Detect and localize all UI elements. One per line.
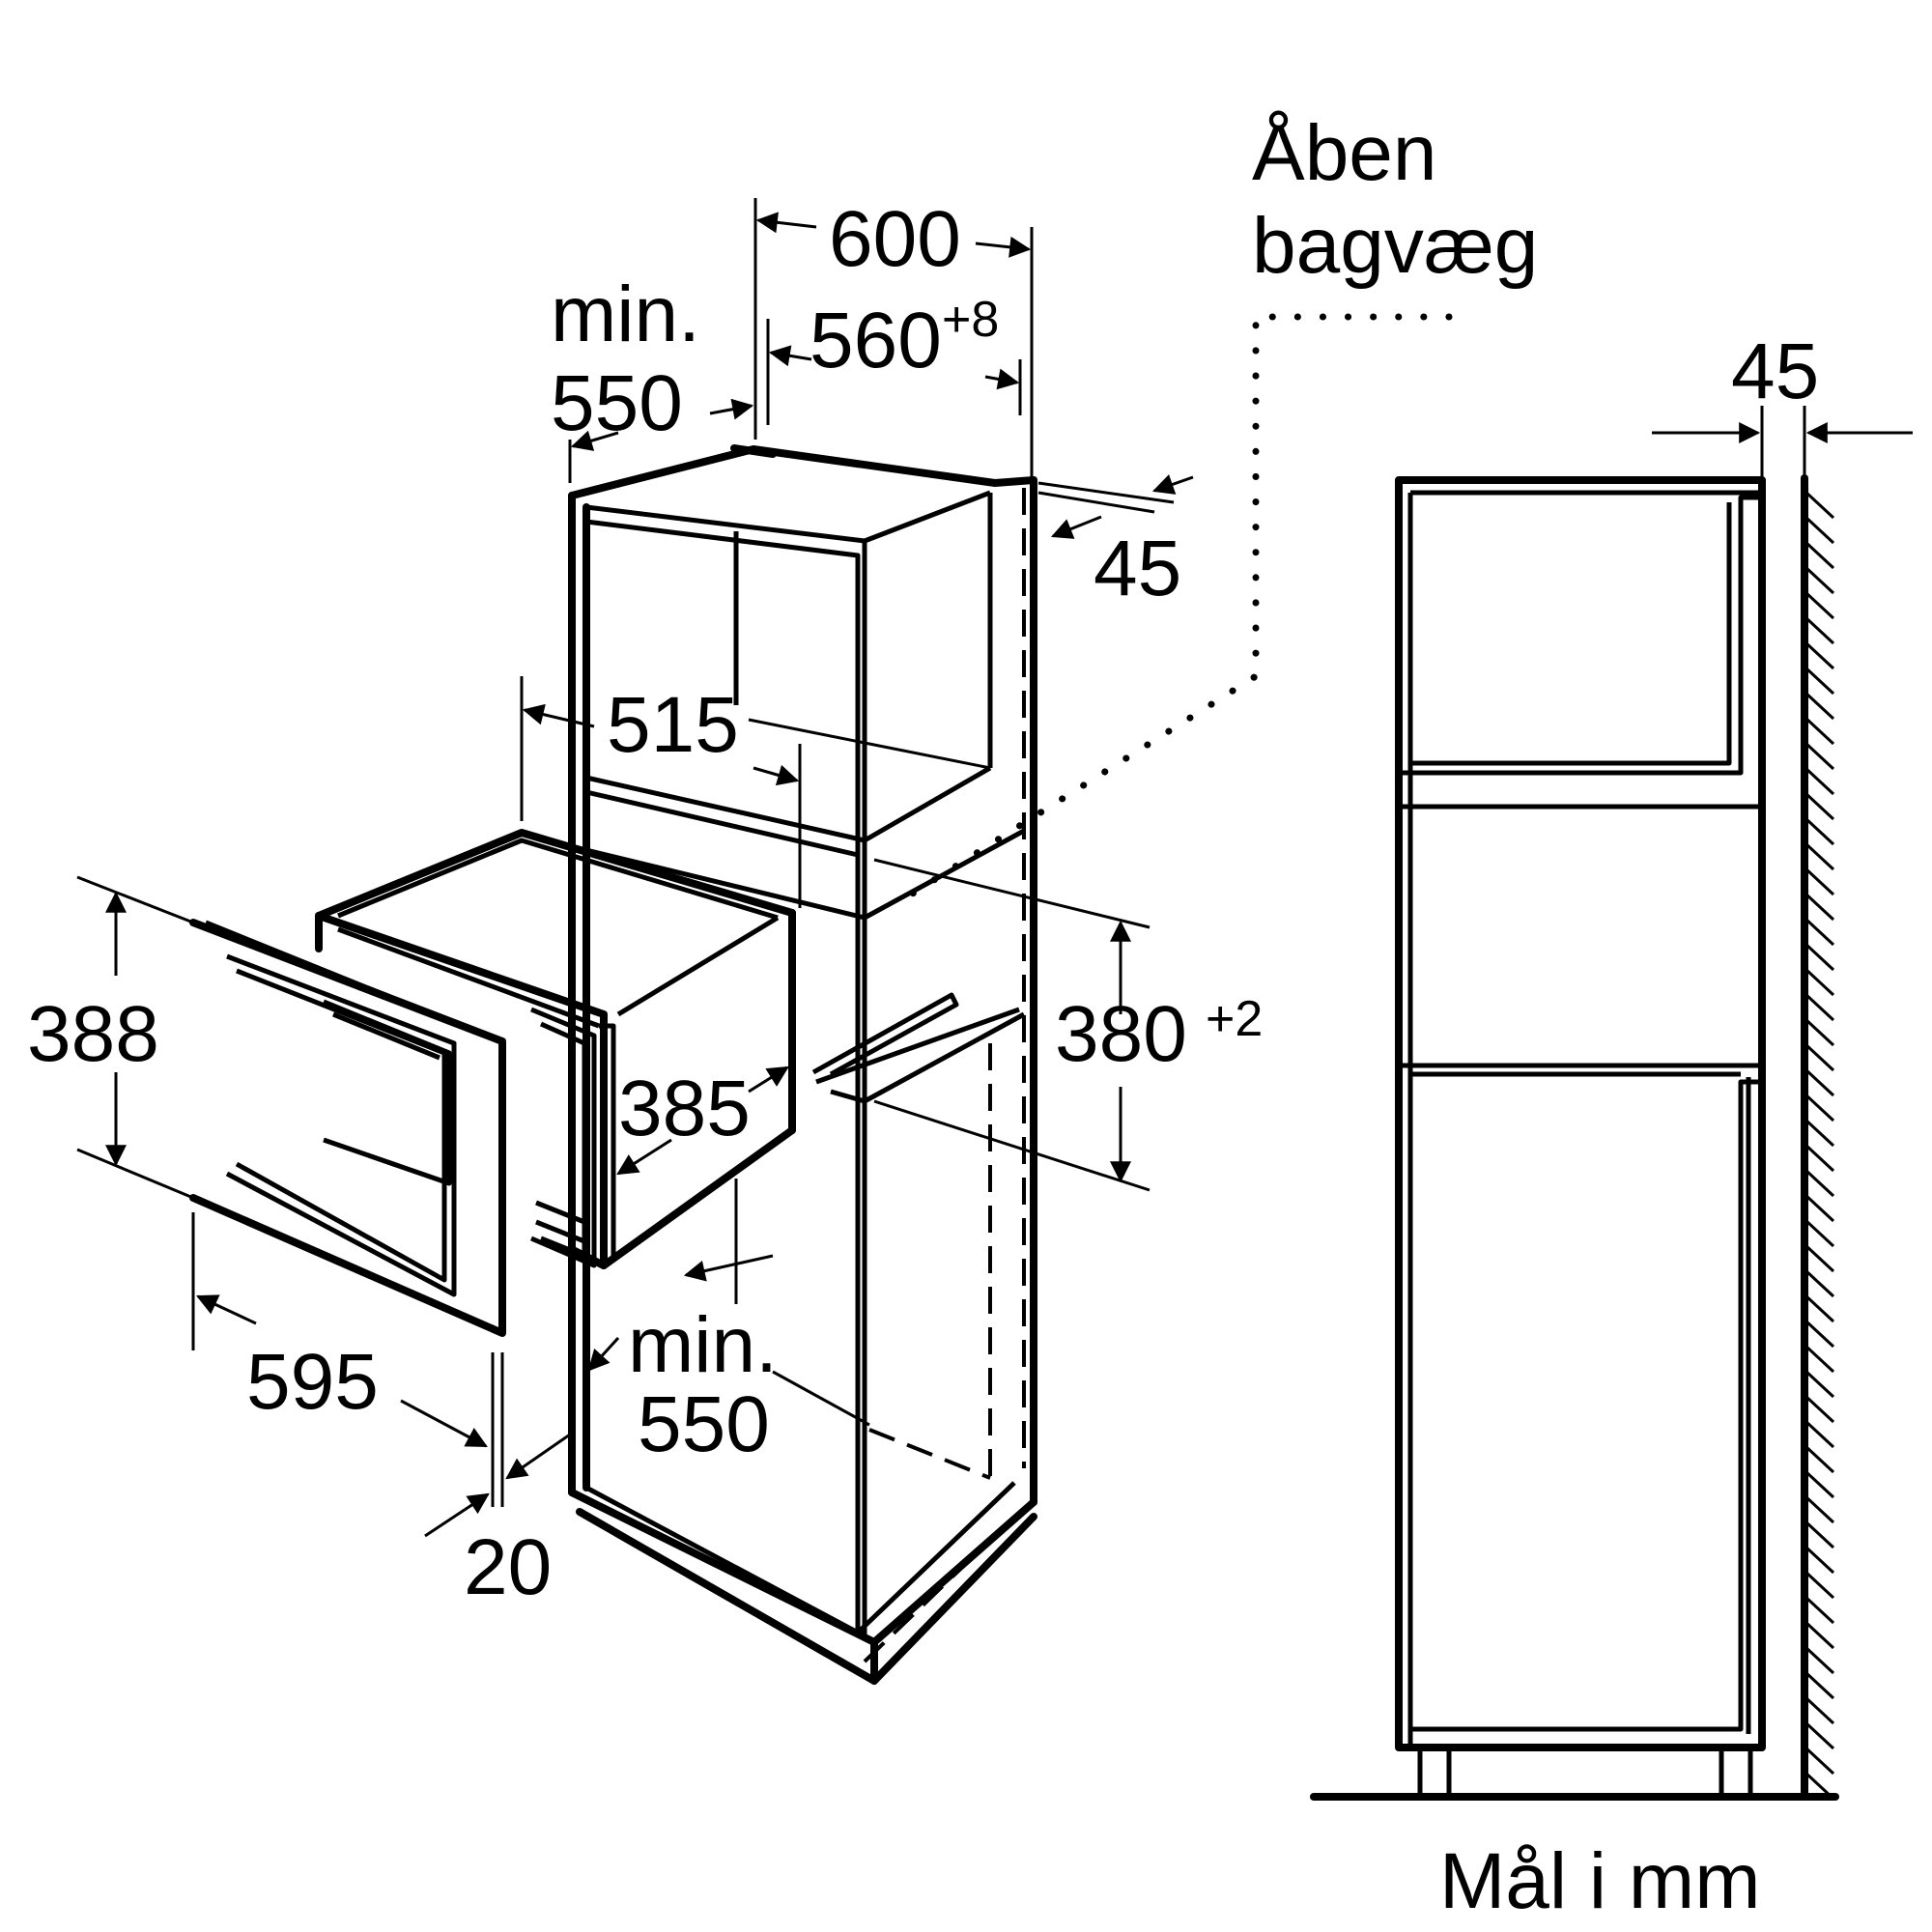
wall-hatch-line (1804, 1194, 1835, 1223)
wall-hatch-line (1804, 742, 1835, 771)
front-offset-label: 20 (464, 1523, 552, 1611)
wall-hatch-line (1804, 1420, 1835, 1449)
appliance-width-label: 595 (246, 1338, 379, 1426)
wall-hatch-line (1804, 1546, 1835, 1575)
inner-width-label: 560 (810, 297, 942, 384)
wall-hatch-line (1804, 541, 1835, 570)
wall-hatch-line (1804, 993, 1835, 1022)
niche-height-tolerance: +2 (1206, 991, 1263, 1047)
min-depth-top-label: 550 (551, 359, 683, 447)
inner-width-tolerance: +8 (942, 292, 999, 348)
wall (1801, 474, 1835, 1801)
wall-hatch-line (1804, 616, 1835, 645)
dimension-lines (76, 198, 1913, 1538)
wall-hatch-line (1804, 717, 1835, 746)
wall-hatch-line (1804, 1596, 1835, 1625)
wall-hatch-line (1804, 792, 1835, 821)
wall-hatch-line (1804, 867, 1835, 896)
wall-hatch-line (1804, 1646, 1835, 1675)
wall-hatch-line (1804, 516, 1835, 545)
wall-hatch-line (1804, 1520, 1835, 1549)
wall-hatch-line (1804, 817, 1835, 846)
open-back-wall-label-line2: bagvæg (1252, 202, 1538, 290)
wall-hatch-line (1804, 1068, 1835, 1097)
wall-hatch-line (1804, 1269, 1835, 1298)
min-depth-bottom-label: 550 (638, 1380, 770, 1468)
wall-hatch-line (1804, 1445, 1835, 1474)
min-label-top: min. (551, 270, 700, 358)
wall-hatch-line (1804, 1169, 1835, 1198)
wall-hatch-line (1804, 1621, 1835, 1650)
wall-hatch-line (1804, 1395, 1835, 1424)
wall-hatch-line (1804, 1370, 1835, 1399)
wall-hatch-line (1804, 667, 1835, 696)
side-view-gap-label: 45 (1731, 327, 1819, 415)
wall-hatch-line (1804, 1747, 1835, 1776)
wall-hatch-line (1804, 1119, 1835, 1148)
wall-hatch-line (1804, 842, 1835, 871)
wall-hatch-line (1804, 1018, 1835, 1047)
wall-hatch-line (1804, 1571, 1835, 1600)
cabinet (568, 444, 1175, 1685)
open-back-wall-label-line1: Åben (1252, 109, 1437, 197)
wall-hatch-line (1804, 1470, 1835, 1499)
wall-hatch-line (1804, 641, 1835, 670)
wall-hatch-line (1804, 1721, 1835, 1750)
microwave (189, 829, 796, 1337)
wall-hatch-line (1804, 1094, 1835, 1122)
wall-hatch-line (1804, 918, 1835, 947)
wall-hatch-line (1804, 591, 1835, 620)
wall-hatch-line (1804, 1320, 1835, 1349)
niche-height-label: 380 (1055, 990, 1187, 1078)
side-view-cabinet (1310, 476, 1839, 1801)
wall-hatch-line (1804, 943, 1835, 972)
wall-hatch-line (1804, 1671, 1835, 1700)
wall-hatch-line (1804, 893, 1835, 922)
cabinet-width-label: 600 (829, 195, 961, 283)
units-note: Mål i mm (1439, 1837, 1761, 1925)
wall-hatch-line (1804, 692, 1835, 721)
wall-hatch-line (1804, 1696, 1835, 1725)
min-label-bottom: min. (628, 1301, 778, 1389)
wall-hatch-line (1804, 1345, 1835, 1374)
wall-hatch-line (1804, 1043, 1835, 1072)
wall-hatch-line (1804, 491, 1835, 520)
wall-hatch-line (1804, 1244, 1835, 1273)
wall-hatch-line (1804, 767, 1835, 796)
inner-depth-label: 385 (618, 1065, 751, 1152)
wall-hatch-line (1804, 1219, 1835, 1248)
appliance-depth-label: 515 (607, 681, 739, 769)
wall-hatch-line (1804, 1144, 1835, 1173)
wall-hatch-line (1804, 968, 1835, 997)
wall-hatch-line (1804, 1294, 1835, 1323)
wall-hatch-line (1804, 1772, 1835, 1801)
open-back-wall-leader (904, 313, 1453, 900)
appliance-height-label: 388 (27, 990, 159, 1078)
wall-hatch-line (1804, 566, 1835, 595)
wall-hatch-line (1804, 1495, 1835, 1524)
rear-gap-label: 45 (1094, 525, 1181, 612)
